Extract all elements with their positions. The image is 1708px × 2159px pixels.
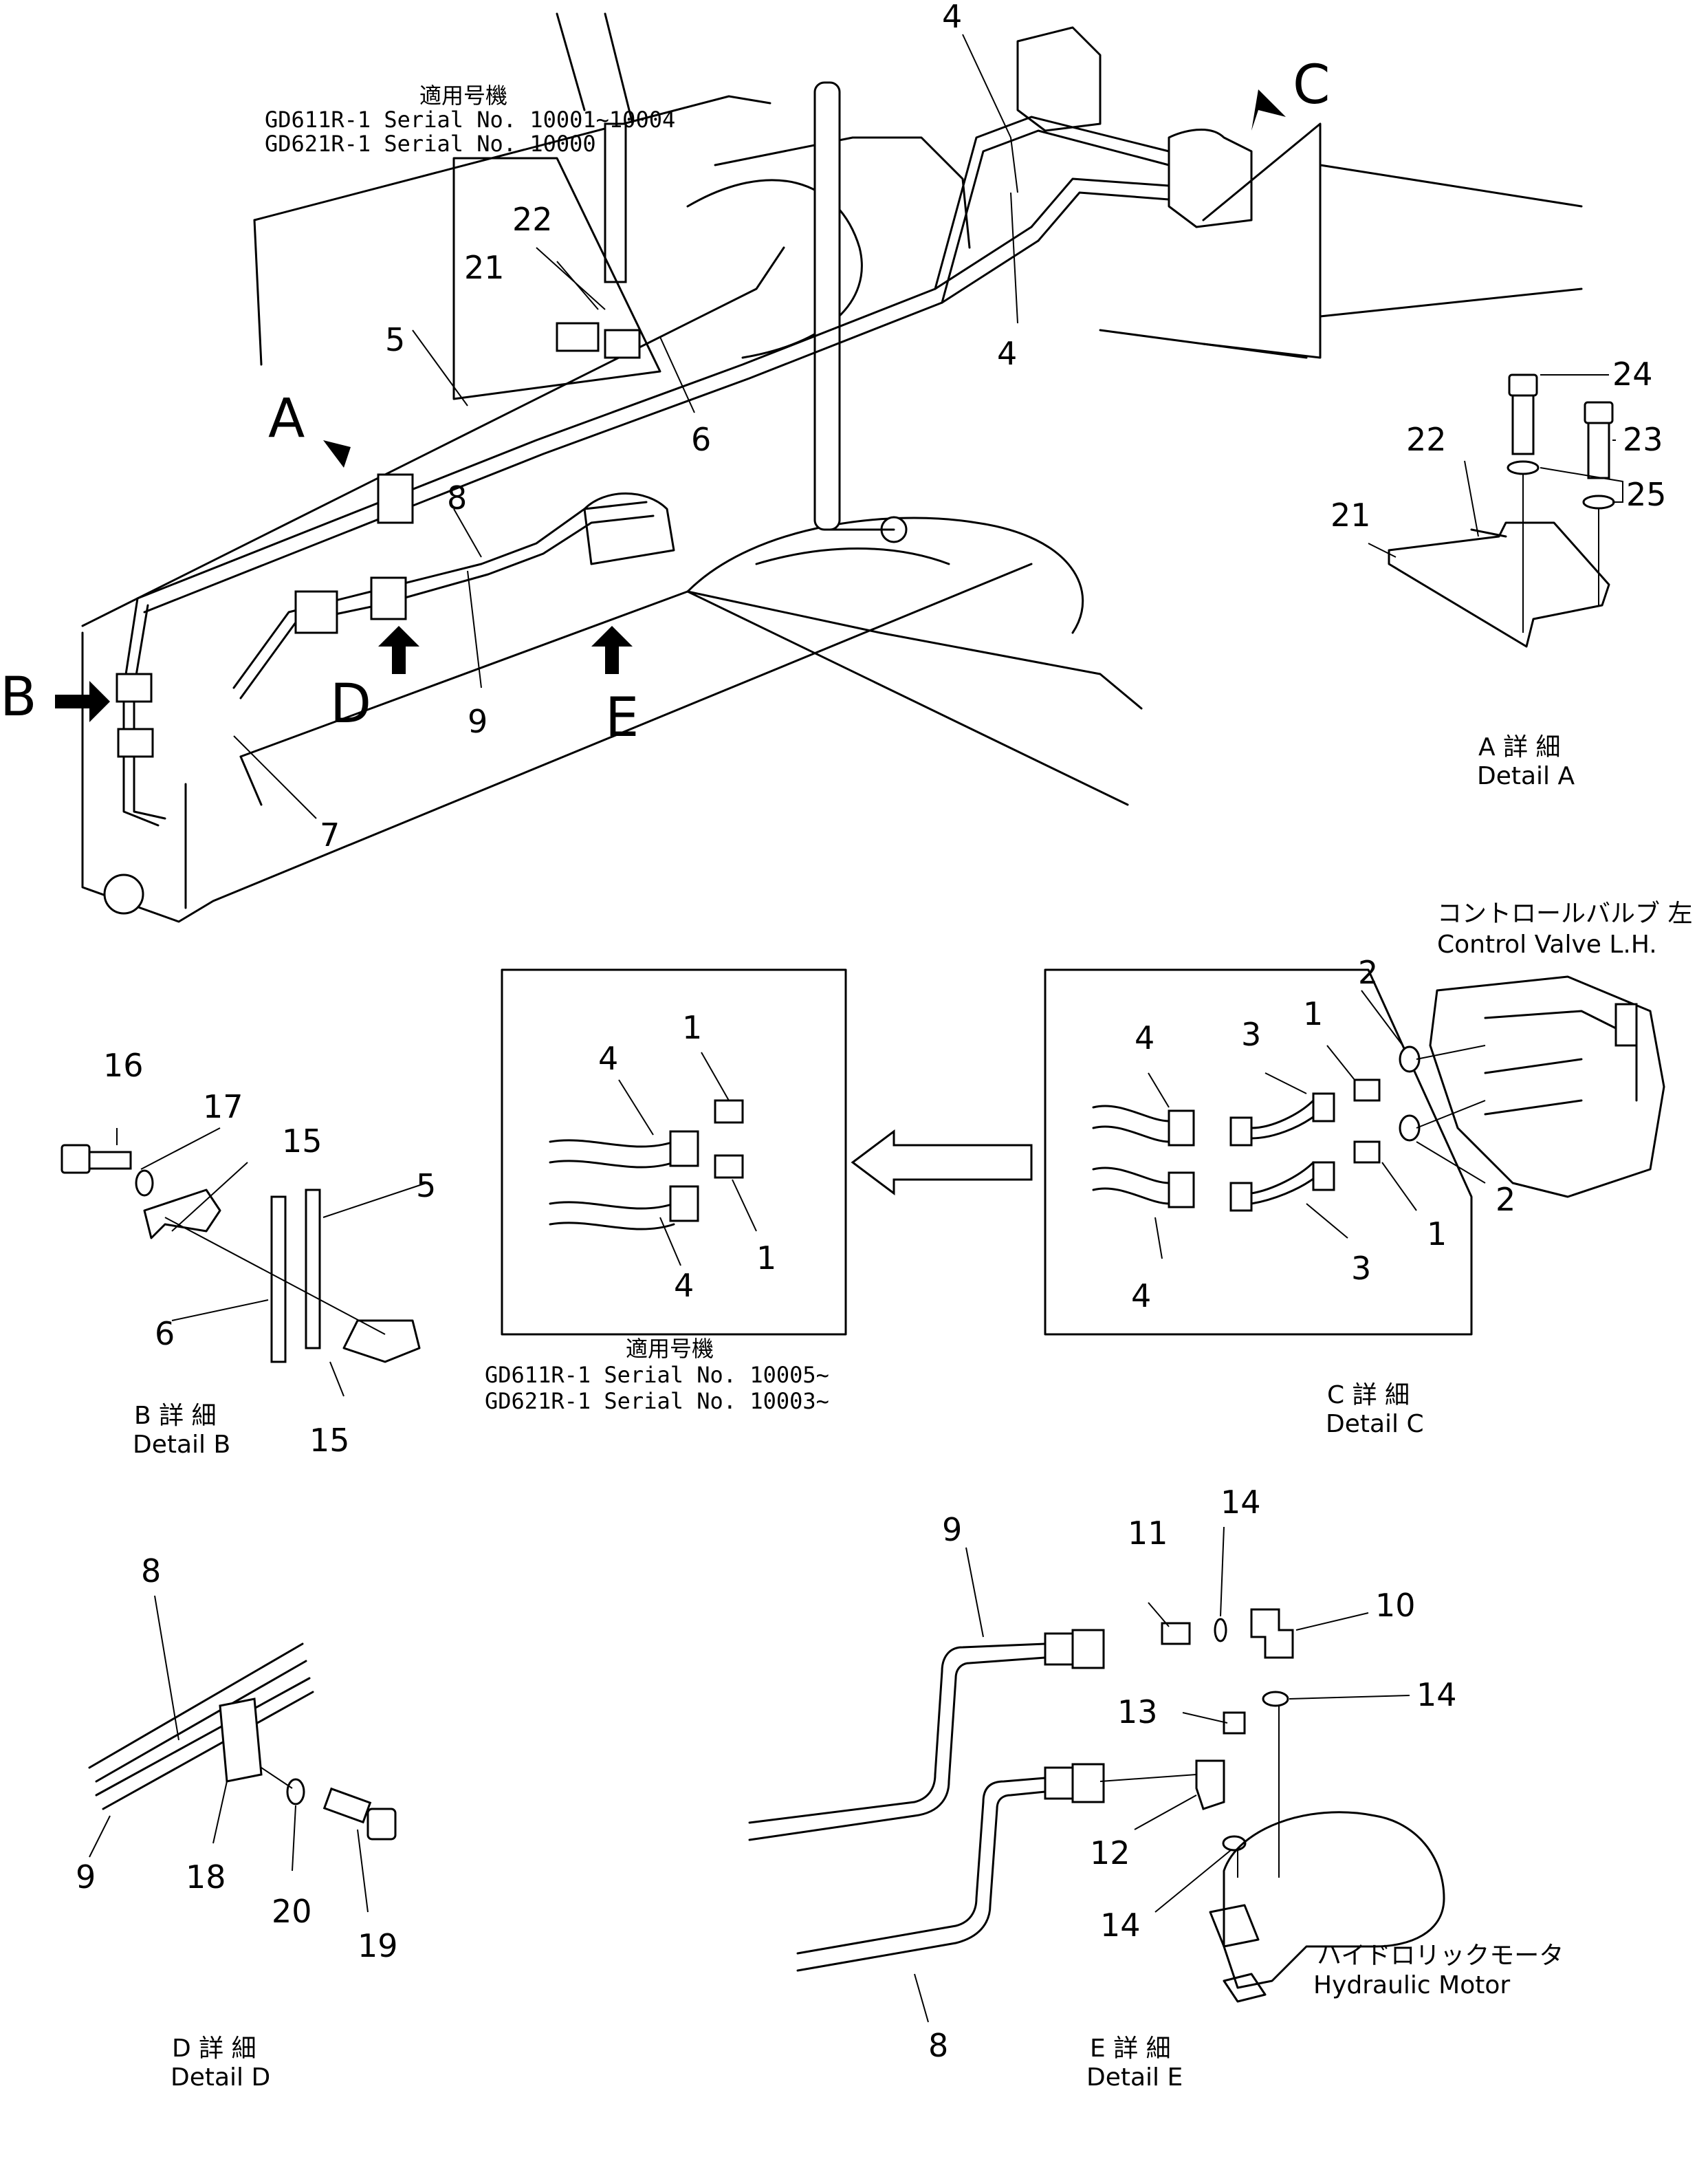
detail-e-callout-14-mid: 14 — [1416, 1676, 1457, 1713]
detail-d-callout-8: 8 — [141, 1552, 161, 1590]
view-arrows — [55, 89, 1286, 722]
detail-c-valve-en: Control Valve L.H. — [1437, 931, 1657, 959]
detail-e-callout-11: 11 — [1128, 1515, 1168, 1552]
detail-b-drawing — [61, 1127, 427, 1397]
main-assembly-view — [81, 12, 1583, 923]
detail-c-callout-2-bottom: 2 — [1496, 1181, 1515, 1218]
detail-b-callout-15-bottom: 15 — [309, 1422, 350, 1459]
detail-c-caption-jp: C 詳 細 — [1327, 1381, 1410, 1409]
detail-e-callout-14-top: 14 — [1220, 1484, 1261, 1521]
detail-d-callout-18: 18 — [186, 1858, 226, 1896]
arrow-e-icon — [591, 626, 633, 674]
detail-c-valve-jp: コントロールバルブ 左 — [1437, 900, 1692, 928]
transfer-arrow-icon — [851, 1129, 1033, 1195]
applicability-mid-line1: GD611R-1 Serial No. 10005~ — [485, 1362, 829, 1388]
applicability-top-line2: GD621R-1 Serial No. 10000 — [265, 131, 596, 157]
detail-c-callout-4-top: 4 — [1135, 1019, 1154, 1056]
detail-d-drawing — [88, 1595, 397, 1913]
detail-e-callout-9: 9 — [942, 1511, 962, 1548]
detail-b-callout-15-top: 15 — [282, 1122, 322, 1160]
detail-d-callout-20: 20 — [272, 1893, 312, 1930]
detail-a-caption-jp: A 詳 細 — [1478, 733, 1561, 761]
mid-box-callout-1-bottom: 1 — [756, 1239, 776, 1277]
view-letter-e: E — [605, 687, 639, 749]
detail-b-callout-17: 17 — [203, 1088, 243, 1125]
mid-box-callout-1-top: 1 — [682, 1009, 702, 1046]
view-letter-b: B — [0, 666, 37, 728]
callout-5: 5 — [385, 321, 405, 358]
callout-21: 21 — [464, 249, 505, 286]
detail-e-caption-en: Detail E — [1086, 2063, 1183, 2092]
detail-b-caption-en: Detail B — [133, 1431, 230, 1459]
callout-4-top: 4 — [942, 0, 962, 35]
detail-a-callout-21: 21 — [1331, 497, 1371, 534]
detail-e-motor-en: Hydraulic Motor — [1313, 1971, 1510, 1999]
detail-a-drawing — [1368, 373, 1623, 648]
callout-4-mid: 4 — [997, 335, 1017, 372]
view-letter-d: D — [330, 673, 371, 735]
detail-a-caption-en: Detail A — [1477, 762, 1575, 790]
detail-e-motor-jp: ハイドロリックモータ — [1317, 1942, 1564, 1970]
detail-a-callout-22: 22 — [1406, 421, 1447, 458]
detail-c-callout-3-top: 3 — [1241, 1016, 1261, 1053]
detail-c-drawing — [1044, 968, 1665, 1336]
arrow-c-icon — [1251, 89, 1286, 131]
arrow-a-icon — [323, 440, 351, 468]
mid-box-callout-4-bottom: 4 — [674, 1267, 694, 1304]
detail-b-caption-jp: B 詳 細 — [134, 1402, 217, 1430]
callout-22: 22 — [512, 201, 553, 238]
detail-c-caption-en: Detail C — [1326, 1410, 1424, 1438]
detail-e-callout-8: 8 — [928, 2027, 948, 2064]
callout-6: 6 — [691, 421, 711, 458]
applicability-top-line1: GD611R-1 Serial No. 10001~10004 — [265, 107, 675, 133]
arrow-b-icon — [55, 681, 110, 722]
detail-c-callout-3-bottom: 3 — [1351, 1250, 1371, 1287]
detail-b-callout-16: 16 — [103, 1047, 144, 1084]
detail-c-callout-4-bottom: 4 — [1131, 1277, 1151, 1314]
mid-box-drawing — [501, 968, 847, 1336]
detail-e-callout-10: 10 — [1375, 1587, 1416, 1624]
detail-d-callout-19: 19 — [358, 1927, 398, 1964]
detail-e-drawing — [748, 1526, 1445, 2023]
detail-b-callout-6: 6 — [155, 1315, 175, 1352]
detail-d-callout-9: 9 — [76, 1858, 96, 1896]
detail-c-callout-1-top: 1 — [1303, 995, 1323, 1032]
detail-e-caption-jp: E 詳 細 — [1090, 2035, 1171, 2063]
detail-b-callout-5: 5 — [416, 1167, 436, 1204]
detail-a-callout-23: 23 — [1623, 421, 1663, 458]
detail-a-callout-24: 24 — [1612, 356, 1653, 393]
applicability-top-title: 適用号機 — [419, 83, 507, 109]
detail-e-callout-12: 12 — [1090, 1834, 1130, 1872]
view-letter-a: A — [268, 388, 305, 450]
detail-e-callout-14-bottom: 14 — [1100, 1907, 1141, 1944]
view-letter-c: C — [1293, 54, 1330, 116]
callout-8: 8 — [447, 479, 467, 517]
callout-7: 7 — [320, 816, 340, 854]
detail-a-callout-25: 25 — [1626, 476, 1667, 513]
detail-d-caption-en: Detail D — [171, 2063, 270, 2092]
arrow-d-icon — [378, 626, 419, 674]
mid-box-callout-4-top: 4 — [598, 1040, 618, 1077]
applicability-mid-title: 適用号機 — [626, 1336, 714, 1362]
detail-c-callout-1-bottom: 1 — [1427, 1215, 1447, 1252]
callout-9: 9 — [468, 703, 488, 740]
detail-c-callout-2-top: 2 — [1358, 954, 1378, 991]
detail-d-caption-jp: D 詳 細 — [172, 2035, 256, 2063]
detail-e-callout-13: 13 — [1117, 1693, 1158, 1731]
applicability-mid-line2: GD621R-1 Serial No. 10003~ — [485, 1388, 829, 1414]
